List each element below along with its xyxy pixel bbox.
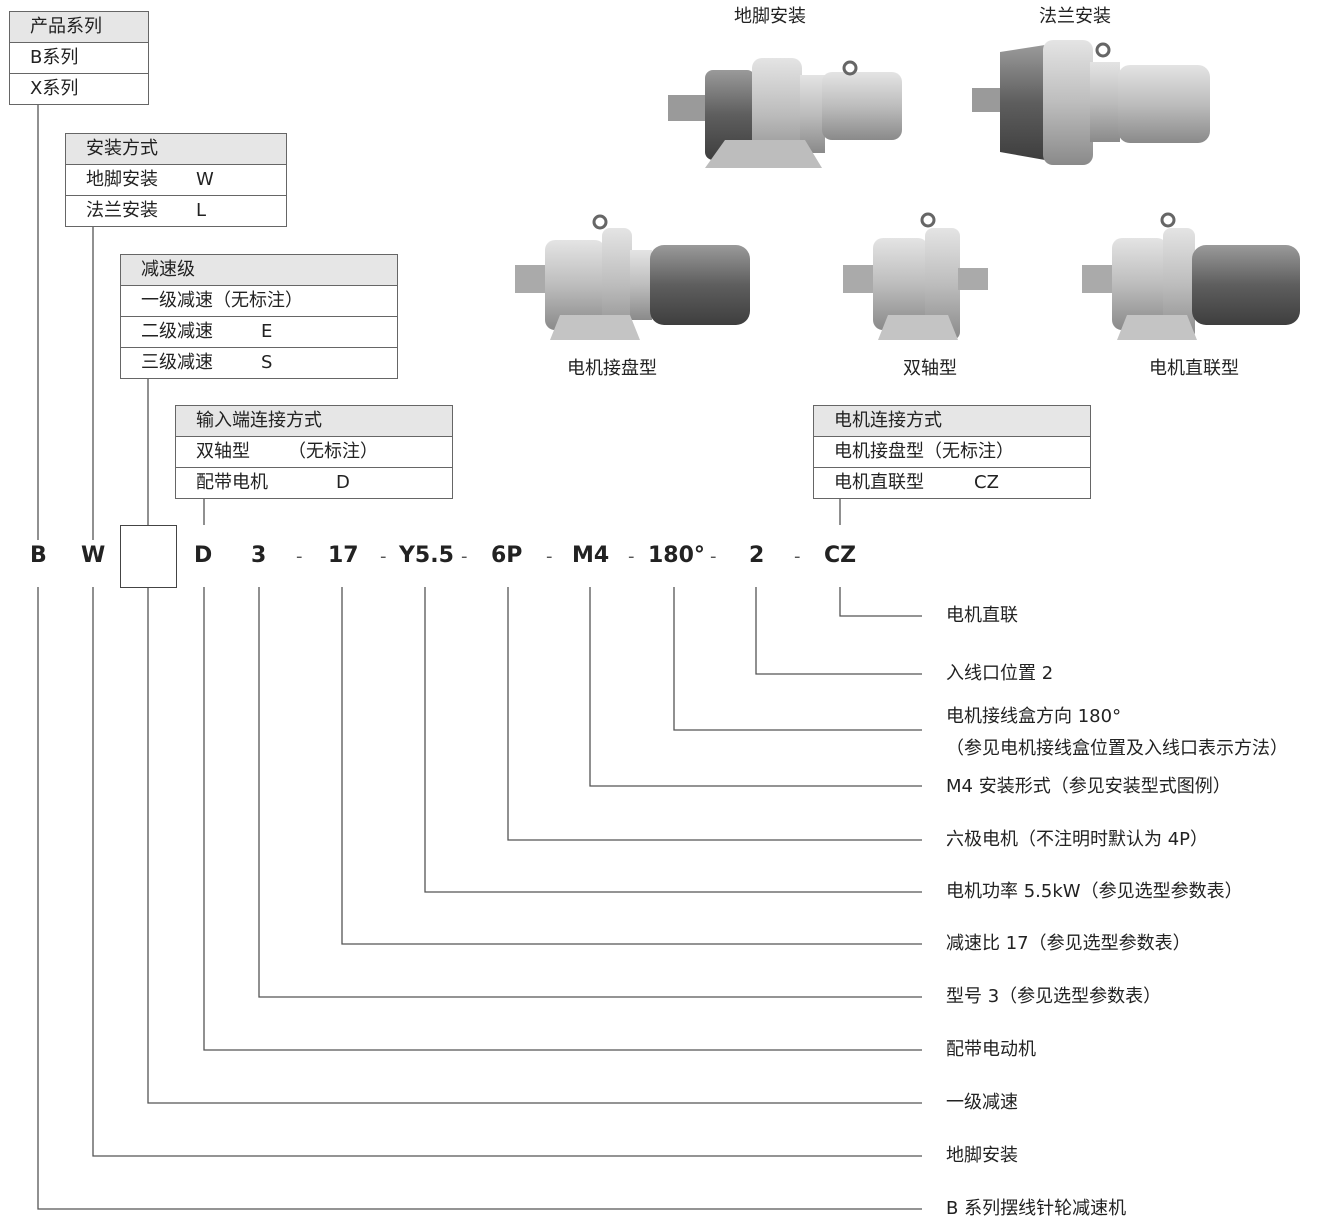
stage-row: 一级减速（无标注）: [121, 285, 397, 316]
mount-code: W: [196, 169, 214, 190]
code-dash: -: [546, 546, 553, 567]
explanation-poles: 六极电机（不注明时默认为 4P）: [946, 829, 1209, 850]
explanation-angle: 电机接线盒方向 180°: [946, 706, 1122, 727]
code-B: B: [30, 543, 47, 568]
explanation-angle-note: （参见电机接线盒位置及入线口表示方法）: [946, 738, 1288, 759]
stage-code: E: [261, 321, 273, 342]
code-mounting: M4: [572, 543, 610, 568]
dual-shaft-image: [843, 212, 988, 340]
direct-coupled-image: [1082, 212, 1300, 340]
code-dash: -: [628, 546, 635, 567]
caption-flange-mount: 法兰安装: [1039, 6, 1111, 27]
explanation-ratio: 减速比 17（参见选型参数表）: [946, 933, 1191, 954]
series-row: X系列: [10, 73, 148, 104]
code-model: 3: [251, 543, 267, 568]
foot-mount-image: [668, 58, 902, 168]
mount-row: 地脚安装 W: [66, 164, 286, 195]
code-W: W: [81, 543, 106, 568]
code-cz: CZ: [824, 543, 857, 568]
input-row: 双轴型 （无标注）: [176, 436, 452, 467]
stage-row: 三级减速 S: [121, 347, 397, 378]
series-header: 产品系列: [10, 12, 148, 42]
explanation-entry: 入线口位置 2: [946, 663, 1054, 684]
stage-label: 二级减速: [141, 321, 213, 342]
input-header: 输入端连接方式: [176, 406, 452, 436]
explanation-stage: 一级减速: [946, 1092, 1018, 1113]
code-D: D: [194, 543, 213, 568]
stage-header: 减速级: [121, 255, 397, 285]
code-angle: 180°: [648, 543, 705, 568]
code-dash: -: [710, 546, 717, 567]
stage-code: S: [261, 352, 273, 373]
mount-code: L: [196, 200, 207, 221]
code-dash: -: [296, 546, 303, 567]
explanation-mounting: M4 安装形式（参见安装型式图例）: [946, 776, 1231, 797]
caption-direct-coupled: 电机直联型: [1149, 358, 1239, 379]
caption-motor-flange: 电机接盘型: [567, 358, 657, 379]
mount-label: 法兰安装: [86, 200, 158, 221]
stage-placeholder-box: [120, 525, 177, 588]
mount-header: 安装方式: [66, 134, 286, 164]
explanation-B: B 系列摆线针轮减速机: [946, 1198, 1127, 1219]
motor-connection-header: 电机连接方式: [814, 406, 1090, 436]
mount-row: 法兰安装 L: [66, 195, 286, 226]
motor-connection-row: 电机直联型 CZ: [814, 467, 1090, 498]
code-dash: -: [461, 546, 468, 567]
code-power: Y5.5: [399, 543, 454, 568]
mount-table: 安装方式 地脚安装 W 法兰安装 L: [65, 133, 287, 227]
input-code: （无标注）: [288, 441, 378, 462]
motor-connection-label: 电机直联型: [834, 472, 924, 493]
stage-row: 二级减速 E: [121, 316, 397, 347]
explanation-model: 型号 3（参见选型参数表）: [946, 986, 1162, 1007]
code-ratio: 17: [328, 543, 359, 568]
input-label: 配带电机: [196, 472, 268, 493]
code-dash: -: [794, 546, 801, 567]
code-dash: -: [380, 546, 387, 567]
stage-label: 三级减速: [141, 352, 213, 373]
motor-connection-label: 电机接盘型（无标注）: [834, 441, 1014, 462]
explanation-D: 配带电动机: [946, 1039, 1036, 1060]
input-table: 输入端连接方式 双轴型 （无标注） 配带电机 D: [175, 405, 453, 499]
flange-mount-image: [972, 40, 1210, 165]
motor-connection-table: 电机连接方式 电机接盘型（无标注） 电机直联型 CZ: [813, 405, 1091, 499]
explanation-power: 电机功率 5.5kW（参见选型参数表）: [946, 881, 1243, 902]
explanation-cz: 电机直联: [946, 605, 1018, 626]
motor-connection-code: CZ: [974, 472, 999, 493]
stage-table: 减速级 一级减速（无标注） 二级减速 E 三级减速 S: [120, 254, 398, 379]
input-label: 双轴型: [196, 441, 250, 462]
caption-foot-mount: 地脚安装: [734, 6, 806, 27]
motor-flange-image: [515, 214, 750, 340]
input-code: D: [336, 472, 350, 493]
mount-label: 地脚安装: [86, 169, 158, 190]
series-table: 产品系列 B系列 X系列: [9, 11, 149, 105]
input-row: 配带电机 D: [176, 467, 452, 498]
explanation-W: 地脚安装: [946, 1145, 1018, 1166]
motor-connection-row: 电机接盘型（无标注）: [814, 436, 1090, 467]
code-poles: 6P: [491, 543, 523, 568]
code-entry: 2: [749, 543, 765, 568]
stage-label: 一级减速（无标注）: [141, 290, 303, 311]
caption-dual-shaft: 双轴型: [903, 358, 957, 379]
series-row: B系列: [10, 42, 148, 73]
